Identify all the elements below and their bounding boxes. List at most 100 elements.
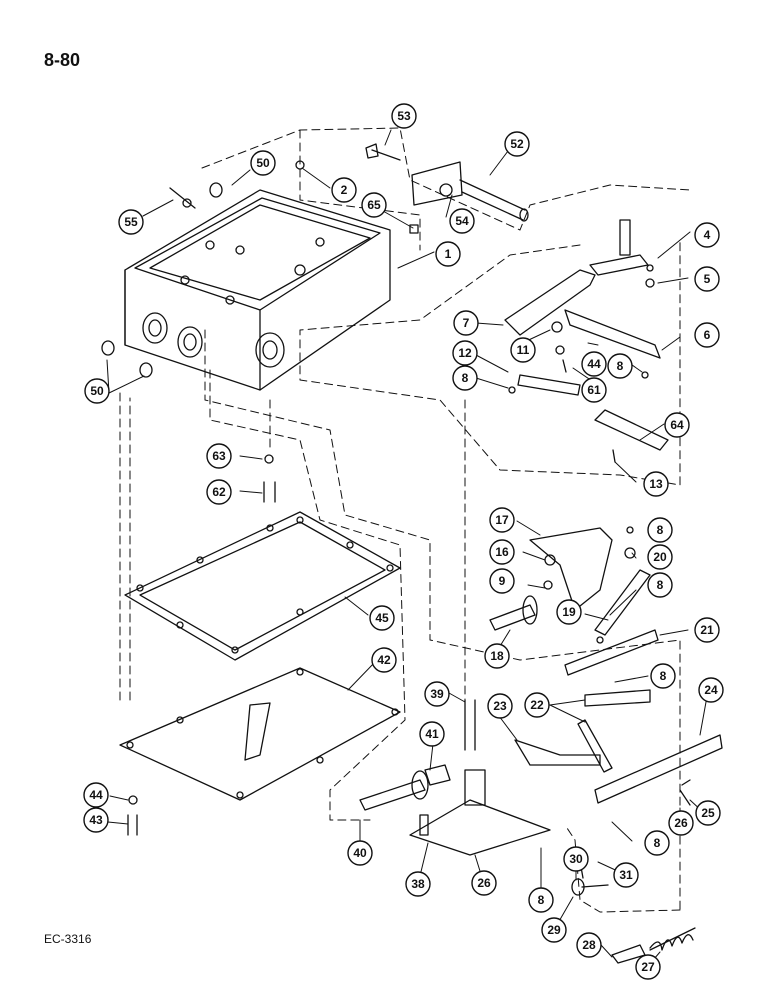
callout-c54: 54: [449, 208, 475, 234]
callout-circle: [405, 871, 431, 897]
linkage-assembly: [489, 526, 723, 806]
callout-c21: 21: [694, 617, 720, 643]
callout-number: 52: [510, 137, 524, 151]
callout-c27: 27: [635, 954, 661, 980]
callout-circle: [452, 365, 478, 391]
callout-circle: [581, 351, 607, 377]
callout-number: 50: [90, 384, 104, 398]
callout-circle: [452, 340, 478, 366]
callout-circle: [369, 605, 395, 631]
callout-circle: [424, 681, 450, 707]
callout-circle: [419, 721, 445, 747]
callout-circle: [118, 209, 144, 235]
callout-number: 28: [582, 938, 596, 952]
bolts-lower: [127, 454, 476, 836]
callout-c25: 25: [695, 800, 721, 826]
callout-circle: [581, 377, 607, 403]
callout-number: 29: [547, 923, 561, 937]
callout-c18: 18: [484, 643, 510, 669]
callout-c52: 52: [504, 131, 530, 157]
callout-number: 26: [477, 876, 491, 890]
callout-circle: [694, 266, 720, 292]
callout-circle: [471, 870, 497, 896]
callout-number: 12: [458, 346, 472, 360]
callout-c38: 38: [405, 871, 431, 897]
callout-number: 9: [499, 574, 506, 588]
callout-c44b: 44: [83, 782, 109, 808]
callout-circle: [647, 572, 673, 598]
callout-circle: [650, 663, 676, 689]
callout-c50b: 50: [84, 378, 110, 404]
callout-number: 27: [641, 960, 655, 974]
callout-circle: [504, 131, 530, 157]
callout-c17: 17: [489, 507, 515, 533]
callout-circle: [487, 693, 513, 719]
callout-number: 38: [411, 877, 425, 891]
callout-number: 30: [569, 852, 583, 866]
callout-number: 8: [538, 893, 545, 907]
callout-circle: [206, 479, 232, 505]
callout-number: 16: [495, 545, 509, 559]
callout-c12: 12: [452, 340, 478, 366]
callout-number: 8: [462, 371, 469, 385]
callout-number: 5: [704, 272, 711, 286]
callout-circle: [528, 887, 554, 913]
callout-circle: [453, 310, 479, 336]
callout-circle: [694, 617, 720, 643]
callout-circle: [484, 643, 510, 669]
callout-number: 8: [657, 523, 664, 537]
callout-number: 8: [660, 669, 667, 683]
callout-circle: [84, 378, 110, 404]
callout-number: 50: [256, 156, 270, 170]
callout-c6: 6: [694, 322, 720, 348]
callout-c2: 2: [331, 177, 357, 203]
callout-number: 43: [89, 813, 103, 827]
callout-c8a: 8: [452, 365, 478, 391]
callout-number: 2: [341, 183, 348, 197]
callout-c64: 64: [664, 412, 690, 438]
callout-number: 53: [397, 109, 411, 123]
callout-number: 26: [674, 816, 688, 830]
callout-c26b: 26: [471, 870, 497, 896]
callout-circle: [556, 599, 582, 625]
callout-number: 20: [653, 550, 667, 564]
callout-c26a: 26: [668, 810, 694, 836]
callout-number: 13: [649, 477, 663, 491]
callout-number: 65: [367, 198, 381, 212]
callout-number: 11: [517, 343, 530, 357]
callout-c1: 1: [435, 241, 461, 267]
valve-housing: [124, 189, 391, 391]
gasket: [124, 511, 401, 661]
callout-number: 7: [463, 316, 470, 330]
callout-number: 24: [704, 683, 718, 697]
callout-c28: 28: [576, 932, 602, 958]
callout-c4: 4: [694, 222, 720, 248]
callout-number: 25: [701, 806, 715, 820]
washer: [139, 362, 153, 378]
callout-number: 19: [562, 605, 576, 619]
callout-c7: 7: [453, 310, 479, 336]
washer: [101, 340, 115, 356]
callout-c16: 16: [489, 539, 515, 565]
callout-circle: [664, 412, 690, 438]
callout-circle: [435, 241, 461, 267]
callout-circle: [391, 103, 417, 129]
callout-circle: [83, 782, 109, 808]
callout-number: 41: [425, 727, 439, 741]
callout-number: 8: [654, 836, 661, 850]
callout-circle: [510, 337, 536, 363]
callout-circle: [668, 810, 694, 836]
callout-c62: 62: [206, 479, 232, 505]
callout-c22: 22: [524, 692, 550, 718]
callout-c5: 5: [694, 266, 720, 292]
callout-c43: 43: [83, 807, 109, 833]
callout-c42: 42: [371, 647, 397, 673]
cover-plate: [119, 667, 401, 801]
callout-number: 63: [212, 449, 226, 463]
callout-circle: [643, 471, 669, 497]
callout-circle: [347, 840, 373, 866]
callout-circle: [694, 322, 720, 348]
callout-number: 23: [493, 699, 507, 713]
leader-lines: [106, 129, 709, 967]
callout-c13: 13: [643, 471, 669, 497]
